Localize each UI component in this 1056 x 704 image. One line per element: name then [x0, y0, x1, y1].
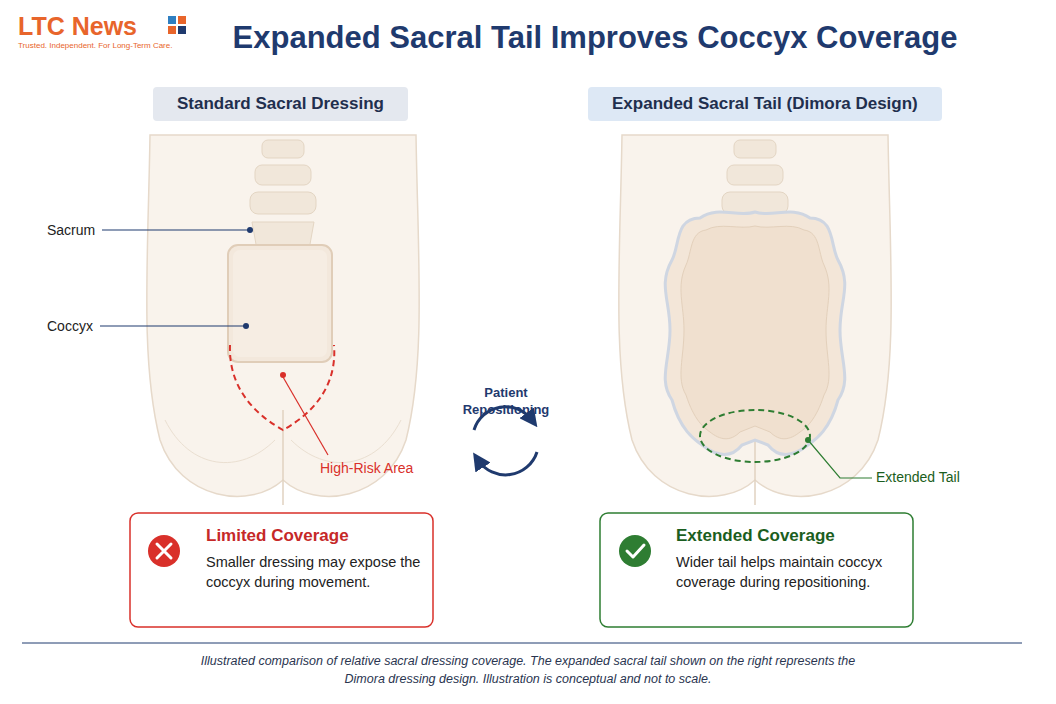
panel-header: Standard Sacral Dressing: [153, 87, 408, 121]
logo-name: LTC News: [18, 12, 137, 41]
check-icon: [619, 535, 651, 567]
part-label: Sacrum: [47, 222, 95, 238]
outcome-box: Limited CoverageSmaller dressing may exp…: [206, 526, 426, 593]
panel-header: Expanded Sacral Tail (Dimora Design): [588, 87, 942, 121]
body-left: [100, 135, 419, 505]
body-right: [619, 135, 892, 505]
box-body: Smaller dressing may expose the coccyx d…: [206, 552, 426, 593]
limited-box-frame: [130, 513, 433, 627]
box-heading: Extended Coverage: [676, 526, 906, 546]
logo-squares: [168, 16, 186, 34]
logo-tagline: Trusted. Independent. For Long-Term Care…: [18, 41, 172, 50]
caption: Illustrated comparison of relative sacra…: [200, 652, 856, 688]
title: Expanded Sacral Tail Improves Coccyx Cov…: [210, 20, 980, 56]
cross-icon: [148, 535, 180, 567]
box-body: Wider tail helps maintain coccyx coverag…: [676, 552, 906, 593]
header-text: Expanded Sacral Tail (Dimora Design): [612, 94, 918, 114]
part-label: Coccyx: [47, 318, 93, 334]
cycle-label: Patient Repositioning: [462, 385, 550, 419]
outcome-box: Extended CoverageWider tail helps mainta…: [676, 526, 906, 593]
divider: [22, 643, 1022, 644]
header-text: Standard Sacral Dressing: [177, 94, 384, 114]
cycle-arrows: [474, 407, 537, 475]
risk-label: High-Risk Area: [320, 460, 413, 476]
box-heading: Limited Coverage: [206, 526, 426, 546]
extended-box-frame: [600, 513, 913, 627]
tail-label: Extended Tail: [876, 469, 960, 485]
